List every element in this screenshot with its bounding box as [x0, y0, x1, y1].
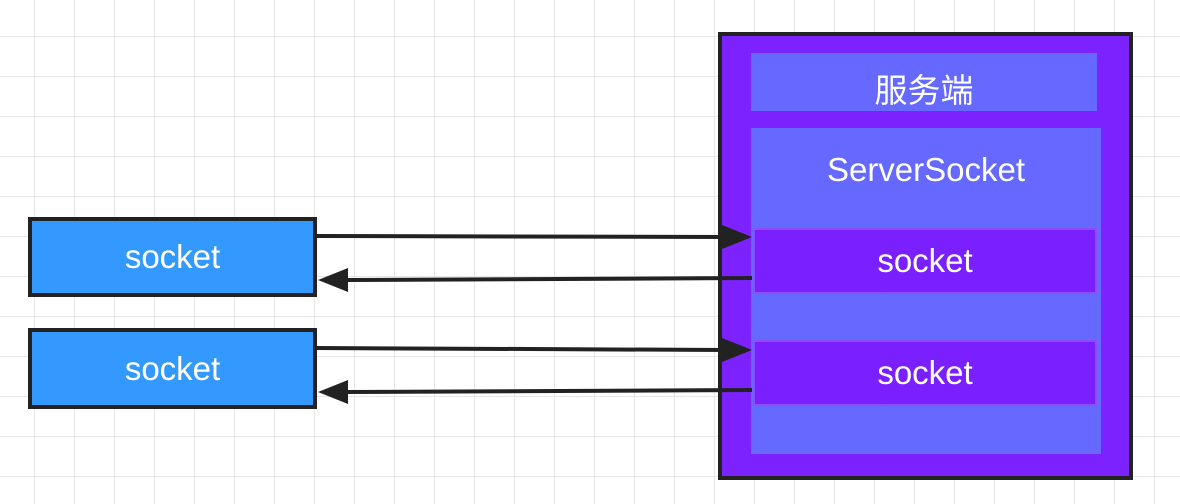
- server-socket-1-label: socket: [877, 242, 973, 279]
- arrow-client1-to-server: [316, 234, 726, 239]
- server-title: 服务端: [874, 72, 974, 109]
- server-socket-2: socket: [753, 340, 1097, 406]
- client-socket-2-label: socket: [124, 349, 221, 387]
- arrow-server-to-client1: [345, 276, 753, 282]
- server-socket-2-label: socket: [877, 354, 973, 391]
- arrow-server-to-client2: [345, 388, 753, 394]
- client-socket-1: socket: [28, 217, 317, 297]
- server-socket-panel: ServerSocket socket socket: [751, 128, 1101, 454]
- server-socket-1: socket: [753, 228, 1097, 294]
- server-title-box: 服务端: [751, 53, 1097, 111]
- server-container: 服务端 ServerSocket socket socket: [718, 32, 1133, 480]
- client-socket-1-label: socket: [124, 238, 221, 275]
- arrow-client2-to-server: [316, 346, 726, 352]
- client-socket-2: socket: [28, 328, 317, 409]
- arrowhead-client1-to-server: [722, 225, 752, 249]
- arrowhead-client2-to-server: [722, 338, 752, 362]
- server-socket-label: ServerSocket: [826, 151, 1026, 188]
- arrowhead-server-to-client2: [318, 380, 348, 404]
- arrowhead-server-to-client1: [318, 268, 348, 292]
